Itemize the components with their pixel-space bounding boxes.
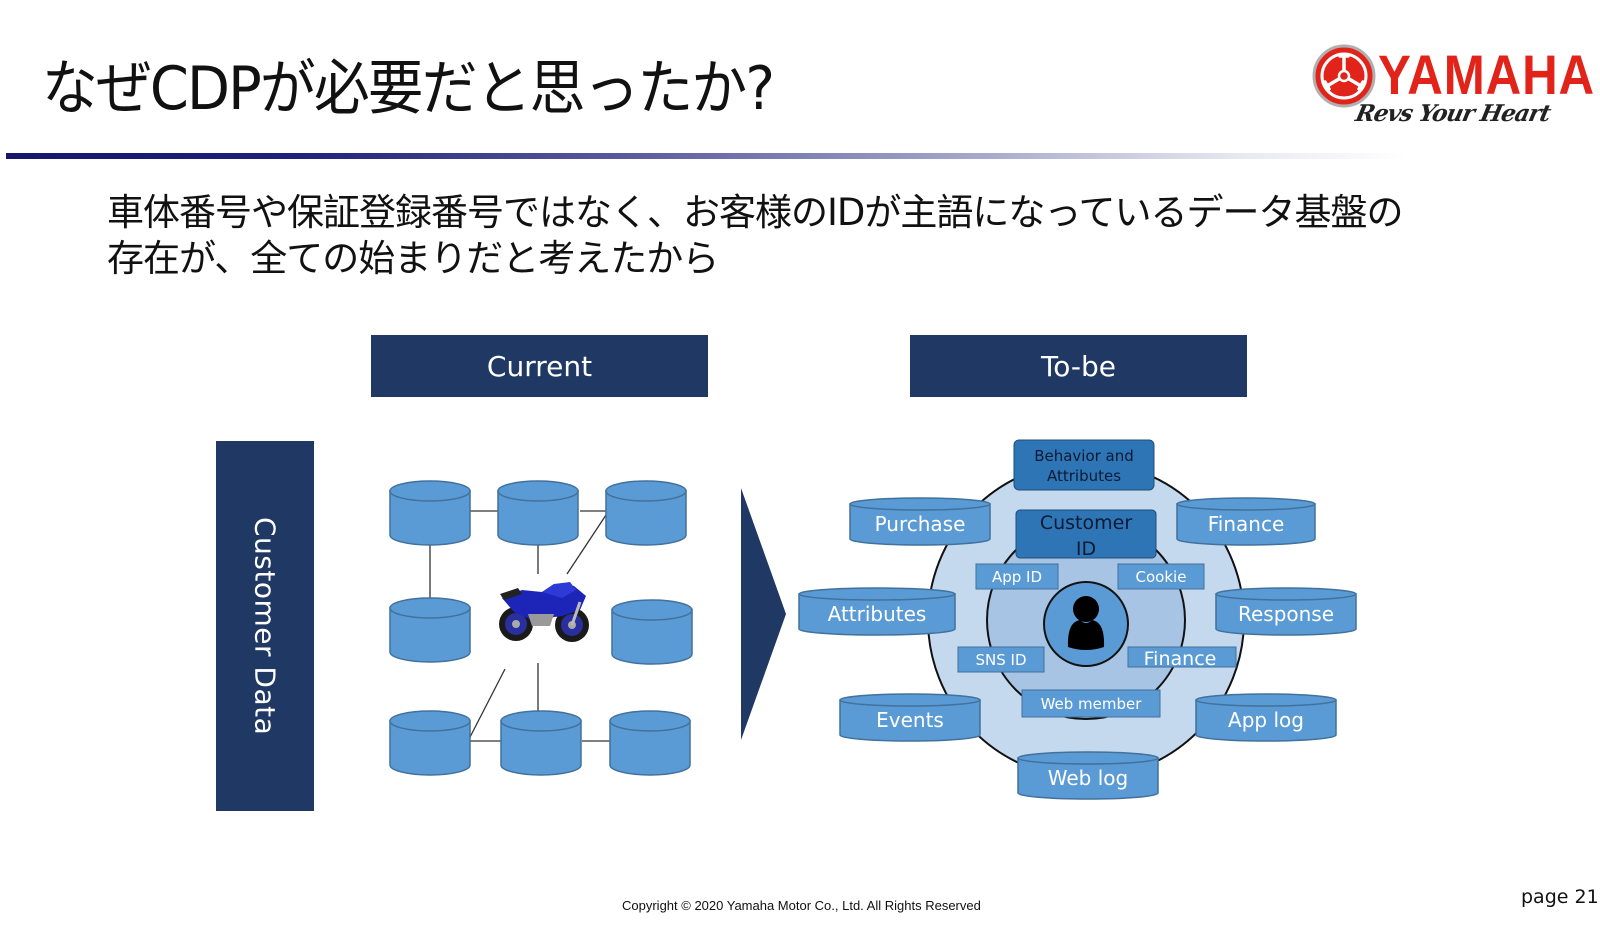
data-source-cylinder-attributes — [798, 587, 956, 636]
data-source-cylinder-finance — [1176, 497, 1316, 546]
customer-id-line-2: ID — [1076, 538, 1096, 560]
database-cylinder — [611, 599, 693, 665]
data-source-cylinder-web-log — [1017, 751, 1159, 800]
slide-subtitle: 車体番号や保証登録番号ではなく、お客様のIDが主語になっているデータ基盤の 存在… — [107, 190, 1404, 282]
to-be-header-label: To-be — [1040, 349, 1117, 383]
title-divider — [6, 153, 1406, 159]
id-sources: App ID Cookie SNS ID Finance Web member — [957, 563, 1237, 718]
database-cylinder — [500, 710, 582, 776]
current-header-label: Current — [486, 349, 593, 383]
connector — [566, 511, 609, 575]
behavior-and-attributes-box: Behavior and Attributes — [1013, 439, 1155, 491]
data-sources — [798, 497, 1357, 800]
database-cylinder — [389, 480, 471, 546]
customer-data-label: Customer Data — [216, 441, 314, 811]
data-source-labels: Purchase Finance Attributes Response Eve… — [828, 512, 1334, 790]
database-cylinder — [389, 597, 471, 663]
motorcycle-image — [499, 582, 589, 642]
current-databases — [389, 480, 693, 776]
data-source-web-log: Web log — [1048, 766, 1128, 790]
id-source-app-id: App ID — [992, 568, 1042, 586]
data-source-cylinder-events — [839, 693, 981, 742]
tuning-fork-emblem-icon — [1312, 44, 1376, 108]
customer-id-box: Customer ID — [1015, 509, 1157, 560]
customer-id-line-1: Customer — [1040, 512, 1132, 534]
behavior-and-attributes-line-2: Attributes — [1047, 467, 1121, 485]
connector — [467, 668, 506, 742]
database-cylinder — [605, 480, 687, 546]
subtitle-line-2: 存在が、全ての始まりだと考えたから — [107, 237, 719, 280]
database-cylinder — [497, 480, 579, 546]
copyright-footer: Copyright © 2020 Yamaha Motor Co., Ltd. … — [622, 898, 981, 913]
page-number: page 21 — [1521, 886, 1599, 908]
current-header: Current — [371, 335, 708, 397]
to-be-header: To-be — [910, 335, 1247, 397]
transition-arrow — [741, 488, 786, 740]
data-source-cylinder-response — [1215, 587, 1357, 636]
slide-title: なぜCDPが必要だと思ったか? — [42, 54, 775, 124]
behavior-and-attributes-line-1: Behavior and — [1034, 447, 1134, 465]
logo-wordmark: YAMAHA — [1378, 43, 1596, 106]
id-source-sns-id: SNS ID — [975, 651, 1026, 669]
data-source-events: Events — [876, 708, 944, 732]
database-cylinder — [609, 710, 691, 776]
current-connectors — [429, 510, 614, 742]
data-source-purchase: Purchase — [875, 512, 966, 536]
data-source-app-log: App log — [1228, 708, 1304, 732]
database-cylinder — [389, 710, 471, 776]
data-source-finance: Finance — [1208, 512, 1285, 536]
data-source-response: Response — [1238, 602, 1334, 626]
id-source-cookie: Cookie — [1136, 568, 1187, 586]
id-source-finance: Finance — [1144, 648, 1217, 670]
id-source-web-member: Web member — [1041, 695, 1143, 713]
yamaha-logo: YAMAHA Revs Your Heart — [1312, 40, 1597, 140]
data-source-attributes: Attributes — [828, 602, 927, 626]
customer-data-label-text: Customer Data — [248, 516, 282, 736]
subtitle-line-1: 車体番号や保証登録番号ではなく、お客様のIDが主語になっているデータ基盤の — [107, 191, 1404, 234]
person-icon — [1067, 596, 1105, 650]
data-source-cylinder-purchase — [849, 497, 991, 546]
data-source-cylinder-app-log — [1195, 693, 1337, 742]
